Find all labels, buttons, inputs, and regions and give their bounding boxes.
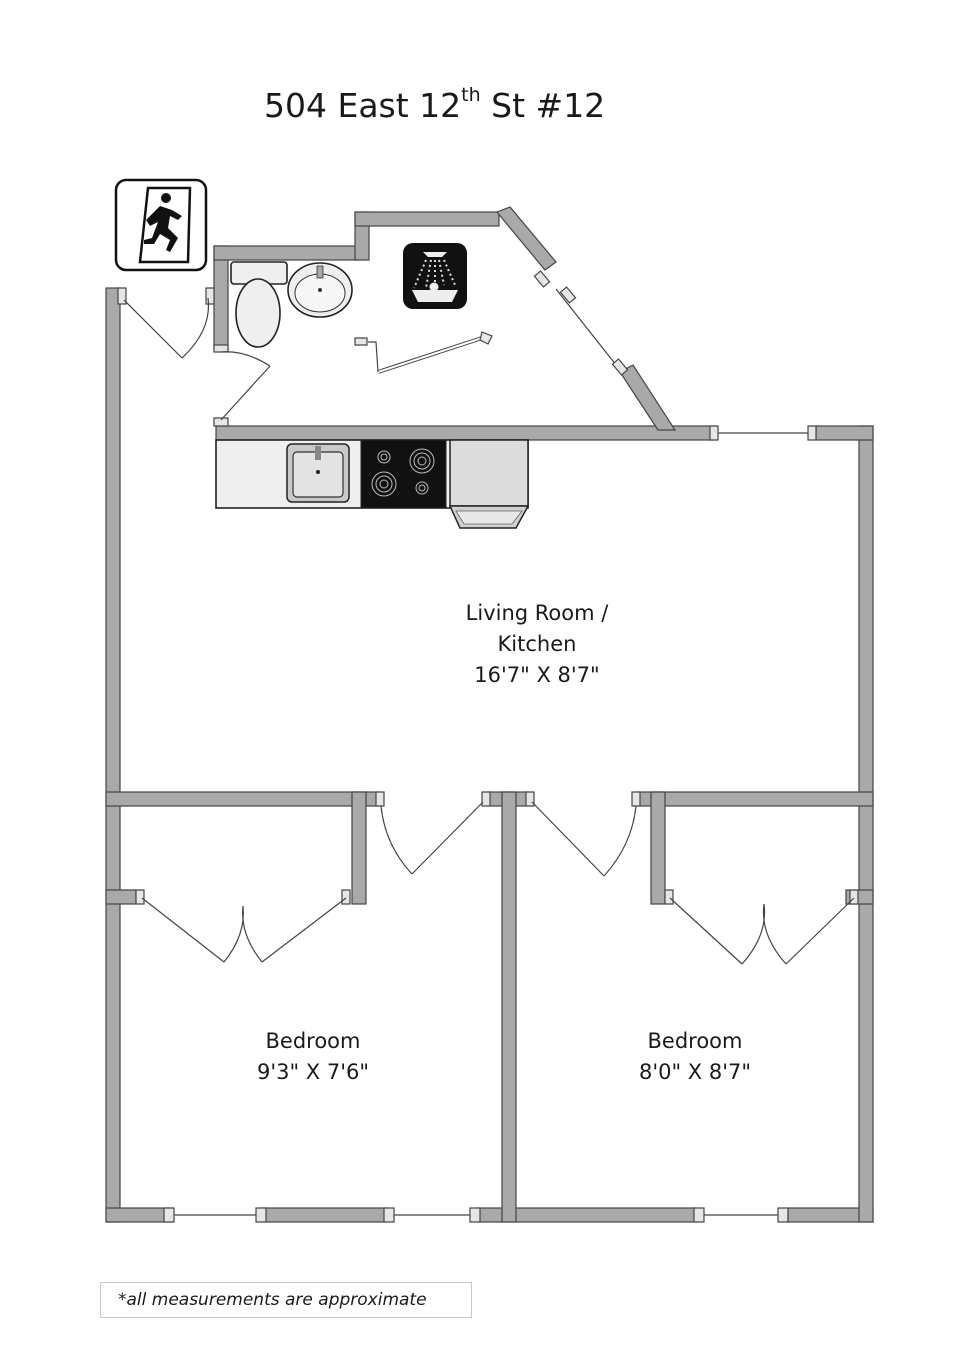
bedroom-right-label: Bedroom 8'0" X 8'7": [639, 1026, 751, 1088]
title-superscript: th: [461, 84, 481, 106]
door-jambs: [117, 287, 859, 1223]
bathroom-sink: [287, 262, 353, 318]
bedroom-left-label: Bedroom 9'3" X 7'6": [257, 1026, 369, 1088]
doors: [123, 297, 855, 965]
kitchen-sink: [286, 443, 350, 503]
bedroom-left-dimensions: 9'3" X 7'6": [256, 1060, 370, 1084]
interior-walls: [105, 791, 874, 1223]
toilet: [230, 261, 288, 348]
shower-rod: [354, 331, 493, 374]
refrigerator: [448, 439, 530, 529]
bedroom-right-dimensions: 8'0" X 8'7": [638, 1060, 752, 1084]
living-room-name: Living Room /: [465, 601, 609, 625]
emergency-exit-icon: [114, 178, 208, 272]
living-room-name-2: Kitchen: [497, 632, 577, 656]
bedroom-right-name: Bedroom: [647, 1029, 743, 1053]
bedroom-left-name: Bedroom: [265, 1029, 361, 1053]
living-room-dimensions: 16'7" X 8'7": [474, 663, 600, 687]
windows: [174, 270, 808, 1216]
title-tail: St #12: [480, 86, 606, 125]
cooktop: [360, 439, 447, 509]
exterior-walls: [105, 206, 874, 1223]
disclaimer-note: *all measurements are approximate: [100, 1282, 472, 1318]
shower-bath-icon: [403, 243, 467, 309]
plan-title: 504 East 12th St #12: [264, 84, 606, 125]
title-main: 504 East 12: [264, 86, 462, 125]
living-room-label: Living Room / Kitchen 16'7" X 8'7": [466, 598, 609, 691]
